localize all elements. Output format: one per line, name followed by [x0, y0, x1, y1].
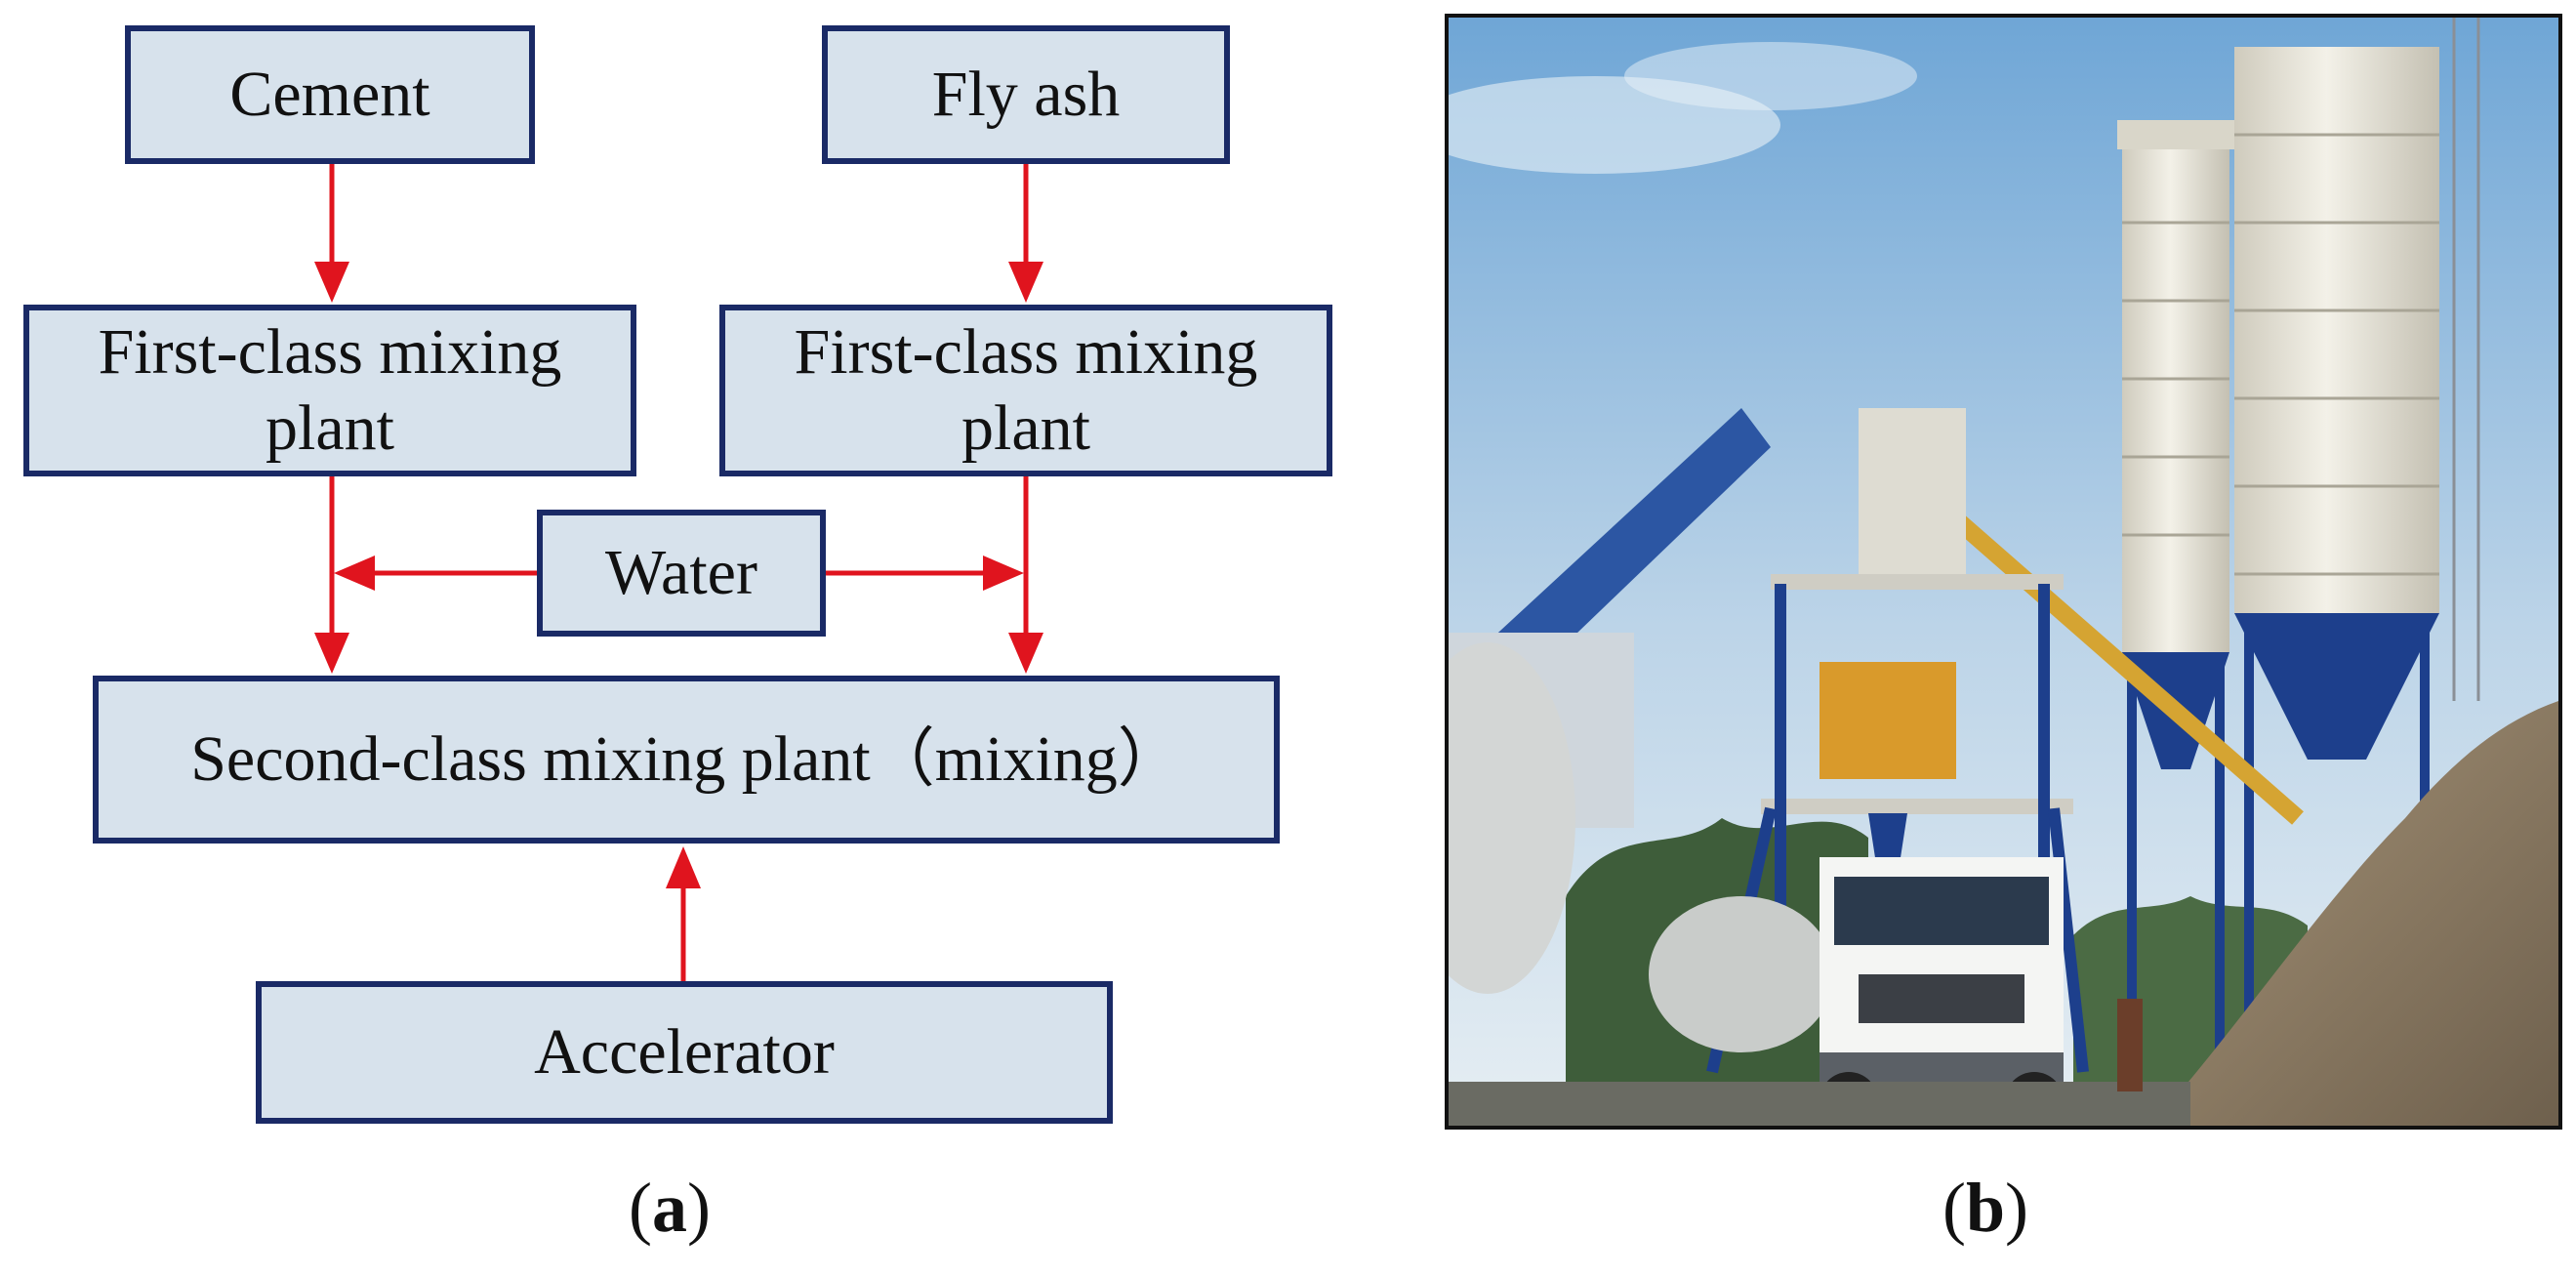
arrowhead-accelerator-up — [666, 846, 701, 888]
first-class-right-label: First-class mixing plant — [794, 316, 1258, 464]
small-silo-body — [2122, 144, 2229, 652]
arrowhead-left-down — [314, 633, 349, 674]
mixer — [1820, 662, 1956, 779]
worker — [2117, 999, 2143, 1091]
caption-a-open: ( — [629, 1169, 652, 1247]
water-label: Water — [605, 537, 757, 609]
big-silo-body — [2234, 47, 2439, 613]
first-class-mixing-plant-left-node: First-class mixing plant — [23, 305, 636, 476]
flow-arrows — [314, 164, 1043, 981]
cement-label: Cement — [229, 59, 430, 131]
arrowhead-water-right — [983, 556, 1024, 591]
caption-a-close: ) — [686, 1169, 711, 1247]
caption-b: (b) — [1942, 1168, 2028, 1249]
second-class-label: Second-class mixing plant（mixing） — [190, 723, 1182, 796]
first-class-left-label: First-class mixing plant — [98, 316, 562, 464]
truck-grille — [1859, 974, 2024, 1023]
caption-b-close: ) — [2005, 1169, 2029, 1247]
mixer-drum-left — [1449, 642, 1575, 994]
caption-b-open: ( — [1942, 1169, 1966, 1247]
tower-platform-lower — [1761, 799, 2073, 814]
tower-platform — [1771, 574, 2064, 590]
arrowhead-fly-ash — [1008, 262, 1043, 303]
caption-a: (a) — [629, 1168, 711, 1249]
caption-b-letter: b — [1965, 1169, 2006, 1247]
photo-illustration — [1449, 18, 2558, 1126]
arrowhead-right-down — [1008, 633, 1043, 674]
ground — [1449, 1082, 2190, 1126]
arrowhead-cement — [314, 262, 349, 303]
conveyor-belt — [1488, 408, 1771, 681]
cloud — [1624, 42, 1917, 110]
truck-windshield — [1834, 877, 2049, 945]
fly-ash-node: Fly ash — [822, 25, 1230, 164]
truck-drum — [1649, 896, 1834, 1052]
big-silo-cone — [2234, 613, 2439, 760]
arrowhead-water-left — [334, 556, 375, 591]
second-class-mixing-plant-node: Second-class mixing plant（mixing） — [93, 676, 1280, 844]
cement-node: Cement — [125, 25, 535, 164]
water-node: Water — [537, 510, 826, 637]
first-class-mixing-plant-right-node: First-class mixing plant — [719, 305, 1332, 476]
accelerator-node: Accelerator — [256, 981, 1113, 1124]
tower-top — [1859, 408, 1966, 574]
small-silo-top — [2117, 120, 2234, 149]
fly-ash-label: Fly ash — [931, 59, 1121, 131]
screw-conveyor — [1901, 470, 2304, 825]
sand-pile — [2151, 701, 2558, 1126]
caption-a-letter: a — [651, 1169, 687, 1247]
accelerator-label: Accelerator — [534, 1016, 835, 1089]
concrete-plant-photo — [1445, 14, 2562, 1130]
